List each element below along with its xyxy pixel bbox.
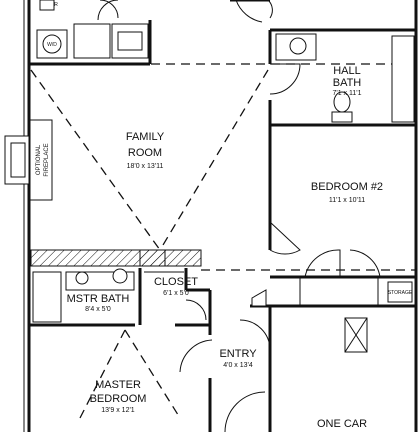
master-bedroom-dims: 13'9 x 12'1 xyxy=(101,407,135,414)
soffit-corner xyxy=(139,249,166,267)
fixtures xyxy=(4,0,415,353)
walls xyxy=(23,0,418,432)
fireplace-label-1: OPTIONAL xyxy=(36,144,42,175)
hall-bath-toilet-tank xyxy=(331,111,353,123)
entry-dims: 4'0 x 13'4 xyxy=(223,362,253,369)
dryer-panel xyxy=(117,31,143,51)
bedroom2-name: BEDROOM #2 xyxy=(311,181,383,193)
storage-box xyxy=(387,281,413,303)
mstr-bath-sink-2 xyxy=(112,268,128,284)
closet-dims: 6'1 x 5'0 xyxy=(163,290,189,297)
fireplace-firebox xyxy=(10,142,26,178)
closet-name: CLOSET xyxy=(154,276,198,288)
top-cabinet xyxy=(39,0,55,11)
room-labels: W/D R FAMILY ROOM 18'0 x 13'11 HALL BATH… xyxy=(36,2,413,430)
entry-name: ENTRY xyxy=(219,348,257,360)
corner-fixture xyxy=(251,289,267,307)
doors xyxy=(97,0,381,432)
master-bedroom-name-2: BEDROOM xyxy=(90,393,147,405)
storage-label: STORAGE xyxy=(388,290,413,296)
hall-bath-name-1: HALL xyxy=(333,65,361,77)
family-room-name-2: ROOM xyxy=(128,147,162,159)
fireplace-label-2: FIREPLACE xyxy=(44,143,50,176)
master-bedroom-name-1: MASTER xyxy=(95,379,141,391)
mstr-bath-sink-1 xyxy=(75,271,89,285)
mstr-bath-dims: 8'4 x 5'0 xyxy=(85,306,111,313)
washer xyxy=(73,23,111,59)
hall-bath-dims: 7'1 x 11'1 xyxy=(332,90,361,97)
mstr-bath-tub xyxy=(32,271,62,323)
top-fragment-label: R xyxy=(54,2,58,8)
family-room-dims: 18'0 x 13'11 xyxy=(127,163,164,170)
hall-bath-name-2: BATH xyxy=(333,77,362,89)
hall-bath-sink xyxy=(289,37,307,55)
garage-name: ONE CAR xyxy=(317,418,367,430)
soffit-band xyxy=(30,249,202,267)
mstr-bath-name: MSTR BATH xyxy=(67,293,130,305)
fireplace-hearth xyxy=(29,119,53,201)
bedroom2-dims: 11'1 x 10'11 xyxy=(329,197,365,204)
water-heater-label: W/D xyxy=(47,42,57,48)
water-heater-tank xyxy=(42,34,62,54)
family-room-name-1: FAMILY xyxy=(126,131,165,143)
ceiling-dash-lines xyxy=(30,63,416,419)
hall-bath-tub xyxy=(391,35,415,123)
